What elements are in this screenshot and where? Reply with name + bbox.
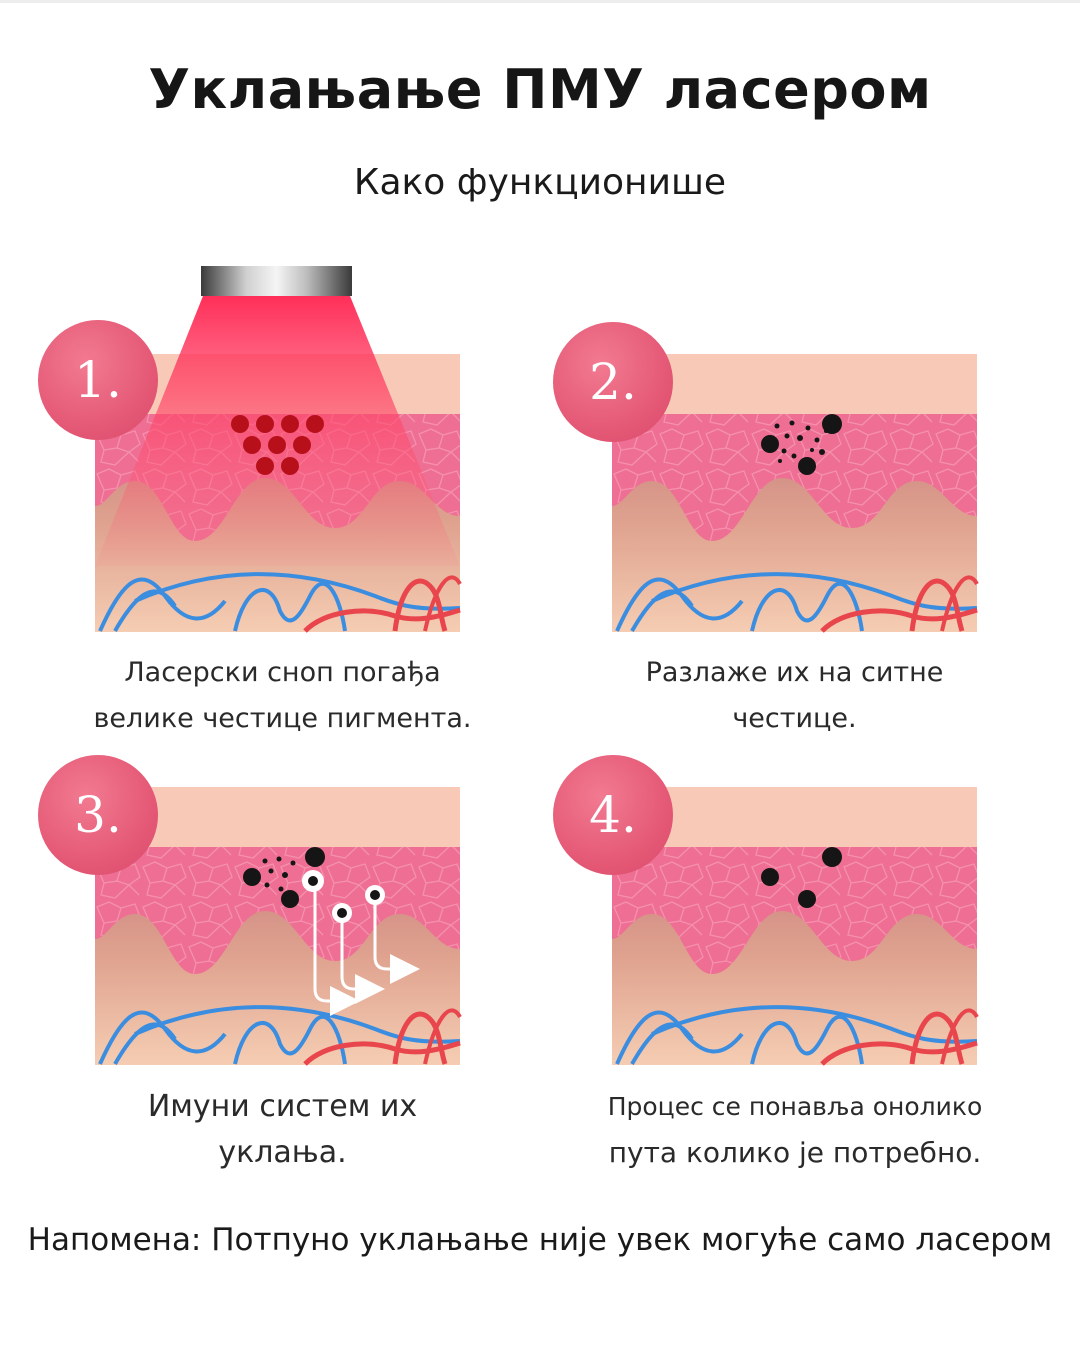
step-3-badge: 3. [38, 755, 158, 875]
step-4-caption-line1: Процес се понавља онолико [607, 1092, 983, 1121]
step-2-panel [612, 354, 979, 633]
skin-diagram-1 [95, 266, 462, 633]
page-title: Уклањање ПМУ ласером [148, 58, 932, 121]
fragmented-pigment-particles [243, 847, 325, 908]
step-2-caption-line2: честице. [732, 703, 857, 734]
step-2-caption-line1: Разлаже их на ситне [645, 657, 944, 688]
step-2-caption: Разлаже их на ситне честице. [568, 650, 1021, 742]
top-divider [0, 0, 1080, 3]
page-subtitle: Како функционише [353, 162, 727, 203]
step-1-caption-line1: Ласерски сноп погађа [124, 657, 441, 688]
skin-diagram-2 [612, 354, 979, 633]
immune-cell-arrows [313, 884, 420, 1016]
step-3-caption-line1: Имуни систем их [147, 1089, 418, 1124]
step-1-caption-line2: велике честице пигмента. [93, 703, 472, 734]
fragmented-pigment-particles [761, 414, 842, 475]
step-2-badge: 2. [553, 322, 673, 442]
step-4-caption: Процес се понавља онолико пута колико је… [565, 1084, 1025, 1176]
immune-cells [302, 870, 385, 923]
laser-beam [95, 296, 460, 566]
laser-device-icon [201, 266, 352, 296]
step-3-caption: Имуни систем их уклања. [45, 1084, 520, 1176]
remaining-pigment-particles [761, 847, 842, 908]
skin-diagram-3 [95, 787, 462, 1066]
footer-note: Напомена: Потпуно уклањање није увек мог… [27, 1222, 1053, 1258]
step-4-panel [612, 787, 979, 1066]
large-pigment-particles [231, 415, 324, 475]
step-4-badge: 4. [553, 755, 673, 875]
step-1-badge: 1. [38, 320, 158, 440]
step-3-panel [95, 787, 462, 1066]
step-4-caption-line2: пута колико је потребно. [608, 1136, 982, 1169]
step-3-caption-line2: уклања. [218, 1135, 347, 1170]
step-1-caption: Ласерски сноп погађа велике честице пигм… [60, 650, 505, 742]
skin-diagram-4 [612, 787, 979, 1066]
step-1-panel [95, 266, 462, 633]
